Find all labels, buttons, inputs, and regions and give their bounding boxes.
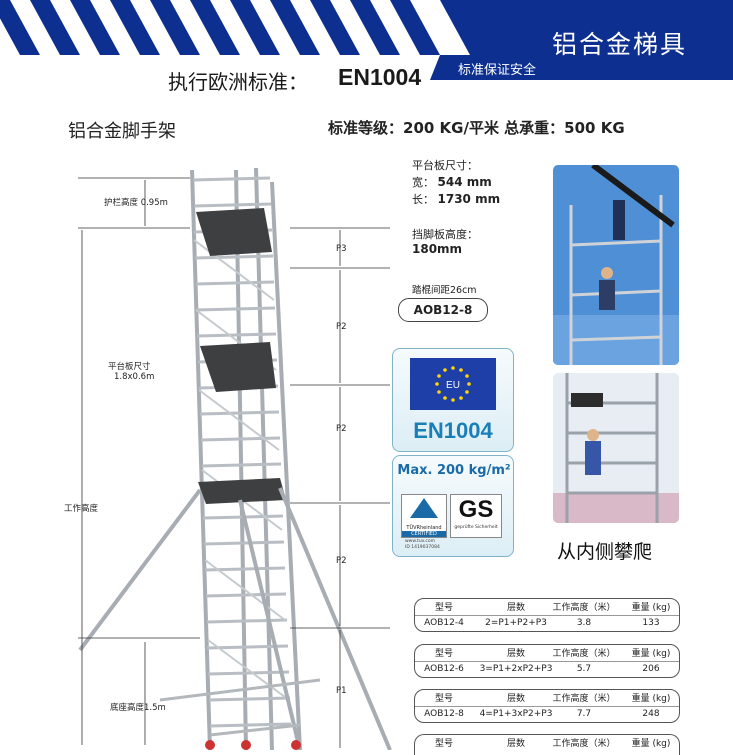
cell-weight: 248	[642, 709, 660, 719]
platform-spec-label: 平台板尺寸：	[412, 159, 478, 172]
platform-width-label: 宽：	[412, 176, 434, 189]
cert-url: www.tuv.com	[405, 539, 436, 544]
load-rating: 标准等级：200 KG/平米 总承重：500 KG	[328, 119, 625, 137]
base-height-label: 底座高度1.5m	[110, 703, 166, 713]
header-model: 型号	[434, 739, 453, 749]
p2-label-top: P2	[336, 322, 347, 332]
header-model: 型号	[434, 649, 453, 659]
photo-scaffold-worker-top	[553, 165, 679, 365]
base-stabilizer	[159, 678, 321, 737]
scaffold-frame	[190, 167, 302, 750]
dimension-lines	[78, 177, 390, 748]
header-working-height: 工作高度（米）	[552, 694, 616, 704]
header-levels: 层数	[506, 603, 525, 613]
platform-width: 宽： 544 mm	[412, 174, 492, 190]
p2-label-middle: P2	[336, 424, 347, 434]
platform-length: 长： 1730 mm	[412, 191, 500, 207]
spec-table-partial: 型号 层数 工作高度（米） 重量 (kg)	[414, 734, 680, 755]
table-header-row: 型号 层数 工作高度（米） 重量 (kg)	[415, 601, 679, 615]
gs-logo: GS geprüfte Sicherheit	[450, 494, 502, 538]
tuv-triangle-icon	[410, 498, 438, 518]
header-levels: 层数	[506, 649, 525, 659]
guardrail-height-label: 护栏高度 0.95m	[104, 198, 168, 208]
cell-levels: 3=P1+2xP2+P3	[479, 664, 553, 674]
brand-title: 铝合金梯具	[552, 30, 688, 59]
tuv-label: TÜVRheinland	[406, 525, 442, 531]
table-header-row: 型号 层数 工作高度（米） 重量 (kg)	[415, 692, 679, 706]
cell-working-height: 7.7	[576, 709, 592, 719]
cell-working-height: 3.8	[576, 618, 592, 628]
p2-label-bottom: P2	[336, 556, 347, 566]
gs-mark: GS	[458, 496, 494, 523]
tuv-logo: TÜVRheinland CERTIFIED	[401, 494, 447, 538]
standard-code: EN1004	[338, 64, 422, 90]
p1-label: P1	[336, 686, 347, 696]
standard-prefix: 执行欧洲标准：	[168, 70, 308, 94]
header-working-height: 工作高度（米）	[552, 649, 616, 659]
cell-levels: 2=P1+P2+P3	[485, 618, 547, 628]
platform-width-value: 544 mm	[437, 175, 492, 189]
eu-flag-icon: EU	[410, 358, 496, 410]
photo-scaffold-inner-climb	[553, 373, 679, 523]
cell-levels: 4=P1+3xP2+P3	[479, 709, 553, 719]
platform-size-value: 1.8x0.6m	[114, 372, 155, 382]
spec-table-aob12-4: 型号 层数 工作高度（米） 重量 (kg) AOB12-4 2=P1+P2+P3…	[414, 598, 680, 632]
model-badge: AOB12-8	[398, 298, 488, 322]
inner-climb-caption: 从内侧攀爬	[557, 541, 653, 563]
p3-label: P3	[336, 244, 347, 254]
tuv-certified: CERTIFIED	[402, 531, 446, 537]
max-load-text: Max. 200 kg/m²	[397, 463, 511, 478]
cell-weight: 133	[642, 618, 660, 628]
platform-boards	[196, 208, 286, 504]
platform-size-label: 平台板尺寸	[108, 362, 151, 372]
platform-length-value: 1730 mm	[437, 192, 501, 206]
outriggers	[78, 487, 392, 750]
header-levels: 层数	[506, 739, 525, 749]
cell-model: AOB12-6	[424, 664, 464, 674]
header-model: 型号	[434, 694, 453, 704]
header-weight: 重量 (kg)	[631, 603, 671, 613]
header-stripes	[0, 0, 460, 55]
toeboard-value: 180mm	[412, 242, 463, 256]
scaffold-illustration	[78, 167, 392, 750]
toeboard-label: 挡脚板高度：	[412, 228, 478, 241]
brand-subtitle: 标准保证安全	[458, 63, 537, 78]
rung-spacing-label: 踏棍间距26cm	[412, 285, 477, 296]
cell-model: AOB12-4	[424, 618, 464, 628]
cell-weight: 206	[642, 664, 660, 674]
spec-table-aob12-6: 型号 层数 工作高度（米） 重量 (kg) AOB12-6 3=P1+2xP2+…	[414, 644, 680, 678]
header-levels: 层数	[506, 694, 525, 704]
cell-working-height: 5.7	[576, 664, 592, 674]
header-weight: 重量 (kg)	[631, 694, 671, 704]
header-working-height: 工作高度（米）	[552, 739, 616, 749]
working-height-label: 工作高度	[64, 504, 99, 514]
header-model: 型号	[434, 603, 453, 613]
spec-table-aob12-8: 型号 层数 工作高度（米） 重量 (kg) AOB12-8 4=P1+3xP2+…	[414, 689, 680, 723]
eu-flag-label: EU	[446, 380, 460, 391]
cert-id: ID 1419037084	[405, 545, 440, 550]
caster-wheels	[205, 740, 301, 750]
gs-sub: geprüfte Sicherheit	[454, 525, 498, 530]
table-row: AOB12-8 4=P1+3xP2+P3 7.7 248	[415, 706, 679, 721]
header-weight: 重量 (kg)	[631, 649, 671, 659]
table-row: AOB12-6 3=P1+2xP2+P3 5.7 206	[415, 661, 679, 676]
table-header-row: 型号 层数 工作高度（米） 重量 (kg)	[415, 737, 679, 751]
en1004-text: EN1004	[413, 418, 493, 443]
brand-banner	[430, 0, 733, 80]
table-row: AOB12-4 2=P1+P2+P3 3.8 133	[415, 615, 679, 630]
cell-model: AOB12-8	[424, 709, 464, 719]
header-working-height: 工作高度（米）	[552, 603, 616, 613]
product-title: 铝合金脚手架	[68, 121, 176, 142]
header-weight: 重量 (kg)	[631, 739, 671, 749]
platform-length-label: 长：	[412, 193, 434, 206]
table-header-row: 型号 层数 工作高度（米） 重量 (kg)	[415, 647, 679, 661]
